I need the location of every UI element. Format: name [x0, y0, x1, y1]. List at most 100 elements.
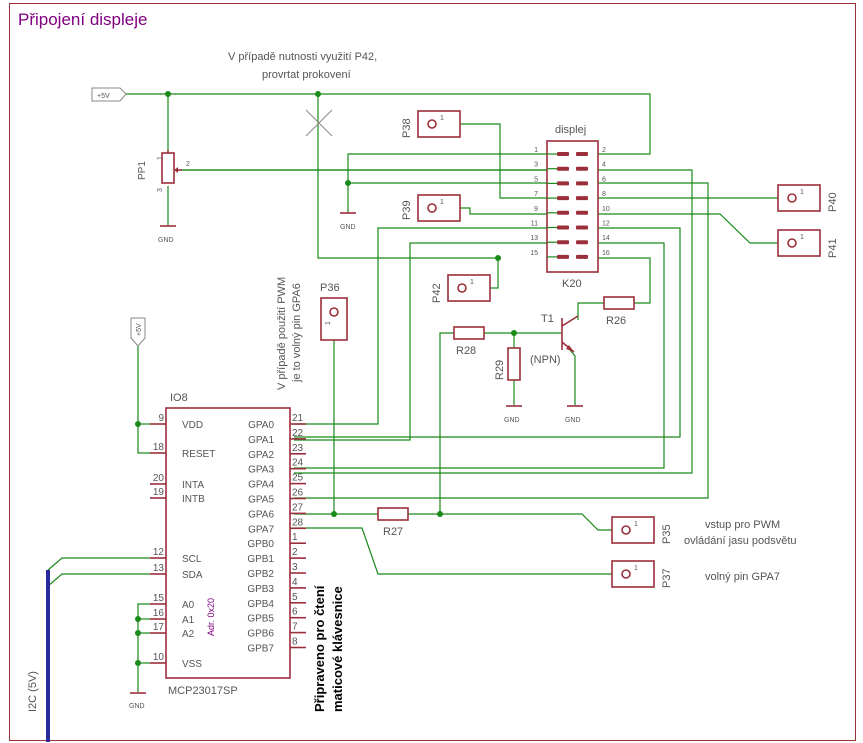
svg-text:16: 16 [153, 608, 165, 619]
svg-text:7: 7 [292, 622, 298, 633]
wire-p38 [460, 123, 547, 199]
svg-text:GPA3: GPA3 [248, 465, 274, 476]
k20-pin-right: 10 [602, 206, 610, 213]
svg-text:8: 8 [292, 637, 298, 648]
gnd-r29: GND [504, 405, 522, 424]
header-p37: 1 P37 [611, 560, 673, 588]
svg-text:1: 1 [800, 234, 804, 241]
svg-text:28: 28 [292, 517, 304, 528]
svg-text:6: 6 [292, 607, 298, 618]
svg-text:P37: P37 [661, 568, 673, 588]
svg-text:K20: K20 [562, 278, 582, 290]
svg-text:displej: displej [555, 124, 586, 136]
svg-text:1: 1 [325, 321, 332, 325]
k20-pin-left: 15 [530, 250, 538, 257]
resistor-r27: R27 [377, 507, 409, 538]
wire-r26 [577, 302, 604, 320]
wire-p39 [460, 207, 547, 215]
svg-text:GND: GND [129, 703, 145, 710]
resistor-r28: R28 [453, 326, 485, 357]
wire-gpa2 [294, 242, 547, 441]
cut-via-mark [305, 109, 333, 137]
svg-text:T1: T1 [541, 313, 554, 325]
svg-text:GPB2: GPB2 [247, 569, 274, 580]
svg-text:17: 17 [153, 622, 165, 633]
svg-text:GPA5: GPA5 [248, 495, 274, 506]
gnd-display: GND [340, 212, 356, 231]
note-pwm-line1: V případě použití PWM [276, 277, 288, 390]
svg-text:P39: P39 [401, 200, 413, 220]
svg-text:26: 26 [292, 488, 304, 499]
svg-text:R29: R29 [494, 360, 506, 380]
svg-text:IO8: IO8 [170, 392, 188, 404]
sheet-title: Připojení displeje [18, 10, 147, 29]
wire-pin6 [294, 182, 709, 499]
wire-gpa0 [294, 227, 547, 425]
note-keypad-line2: maticové klávesnice [330, 586, 345, 712]
svg-text:A1: A1 [182, 615, 195, 626]
gnd-ic: GND [129, 692, 146, 710]
svg-text:24: 24 [292, 458, 304, 469]
note-p35-line2: ovládání jasu podsvětu [684, 535, 797, 547]
k20-pin-left: 3 [534, 162, 538, 169]
svg-text:A2: A2 [182, 629, 195, 640]
svg-text:GPB6: GPB6 [247, 629, 274, 640]
svg-text:12: 12 [153, 547, 165, 558]
gnd-pot: GND [158, 225, 176, 244]
k20-pin-right: 2 [602, 147, 606, 154]
note-pwm-line2: je to volný pin GPA6 [291, 283, 303, 383]
k20-pin-left: 11 [531, 221, 538, 228]
svg-text:19: 19 [153, 487, 165, 498]
resistor-r29: R29 [494, 347, 521, 381]
svg-text:GPB1: GPB1 [247, 554, 274, 565]
svg-text:2: 2 [186, 161, 190, 168]
svg-text:GPA7: GPA7 [248, 524, 274, 535]
svg-text:GPA1: GPA1 [248, 435, 274, 446]
svg-text:GPB5: GPB5 [247, 614, 274, 625]
k20-pin-left: 13 [530, 235, 538, 242]
wire-vdd [137, 342, 150, 454]
wire-5v-rail [125, 93, 651, 155]
svg-text:2: 2 [292, 547, 298, 558]
svg-text:+5V: +5V [136, 323, 143, 336]
svg-text:25: 25 [292, 473, 304, 484]
svg-text:GPA6: GPA6 [248, 509, 274, 520]
svg-text:INTB: INTB [182, 494, 205, 505]
note-p37: volný pin GPA7 [705, 571, 780, 583]
svg-text:GPA0: GPA0 [248, 420, 274, 431]
svg-text:27: 27 [292, 502, 304, 513]
svg-text:VSS: VSS [182, 659, 202, 670]
svg-text:GPB3: GPB3 [247, 584, 274, 595]
svg-text:3: 3 [292, 562, 298, 573]
wire-sda [47, 573, 150, 587]
svg-text:GPA2: GPA2 [248, 450, 274, 461]
svg-text:1: 1 [634, 565, 638, 572]
k20-pin-left: 7 [534, 191, 538, 198]
svg-text:(NPN): (NPN) [530, 354, 561, 366]
k20-pin-left: 1 [534, 147, 538, 154]
svg-text:13: 13 [153, 563, 165, 574]
svg-text:GPA4: GPA4 [248, 480, 274, 491]
svg-text:P42: P42 [431, 283, 443, 303]
svg-text:GND: GND [340, 224, 356, 231]
